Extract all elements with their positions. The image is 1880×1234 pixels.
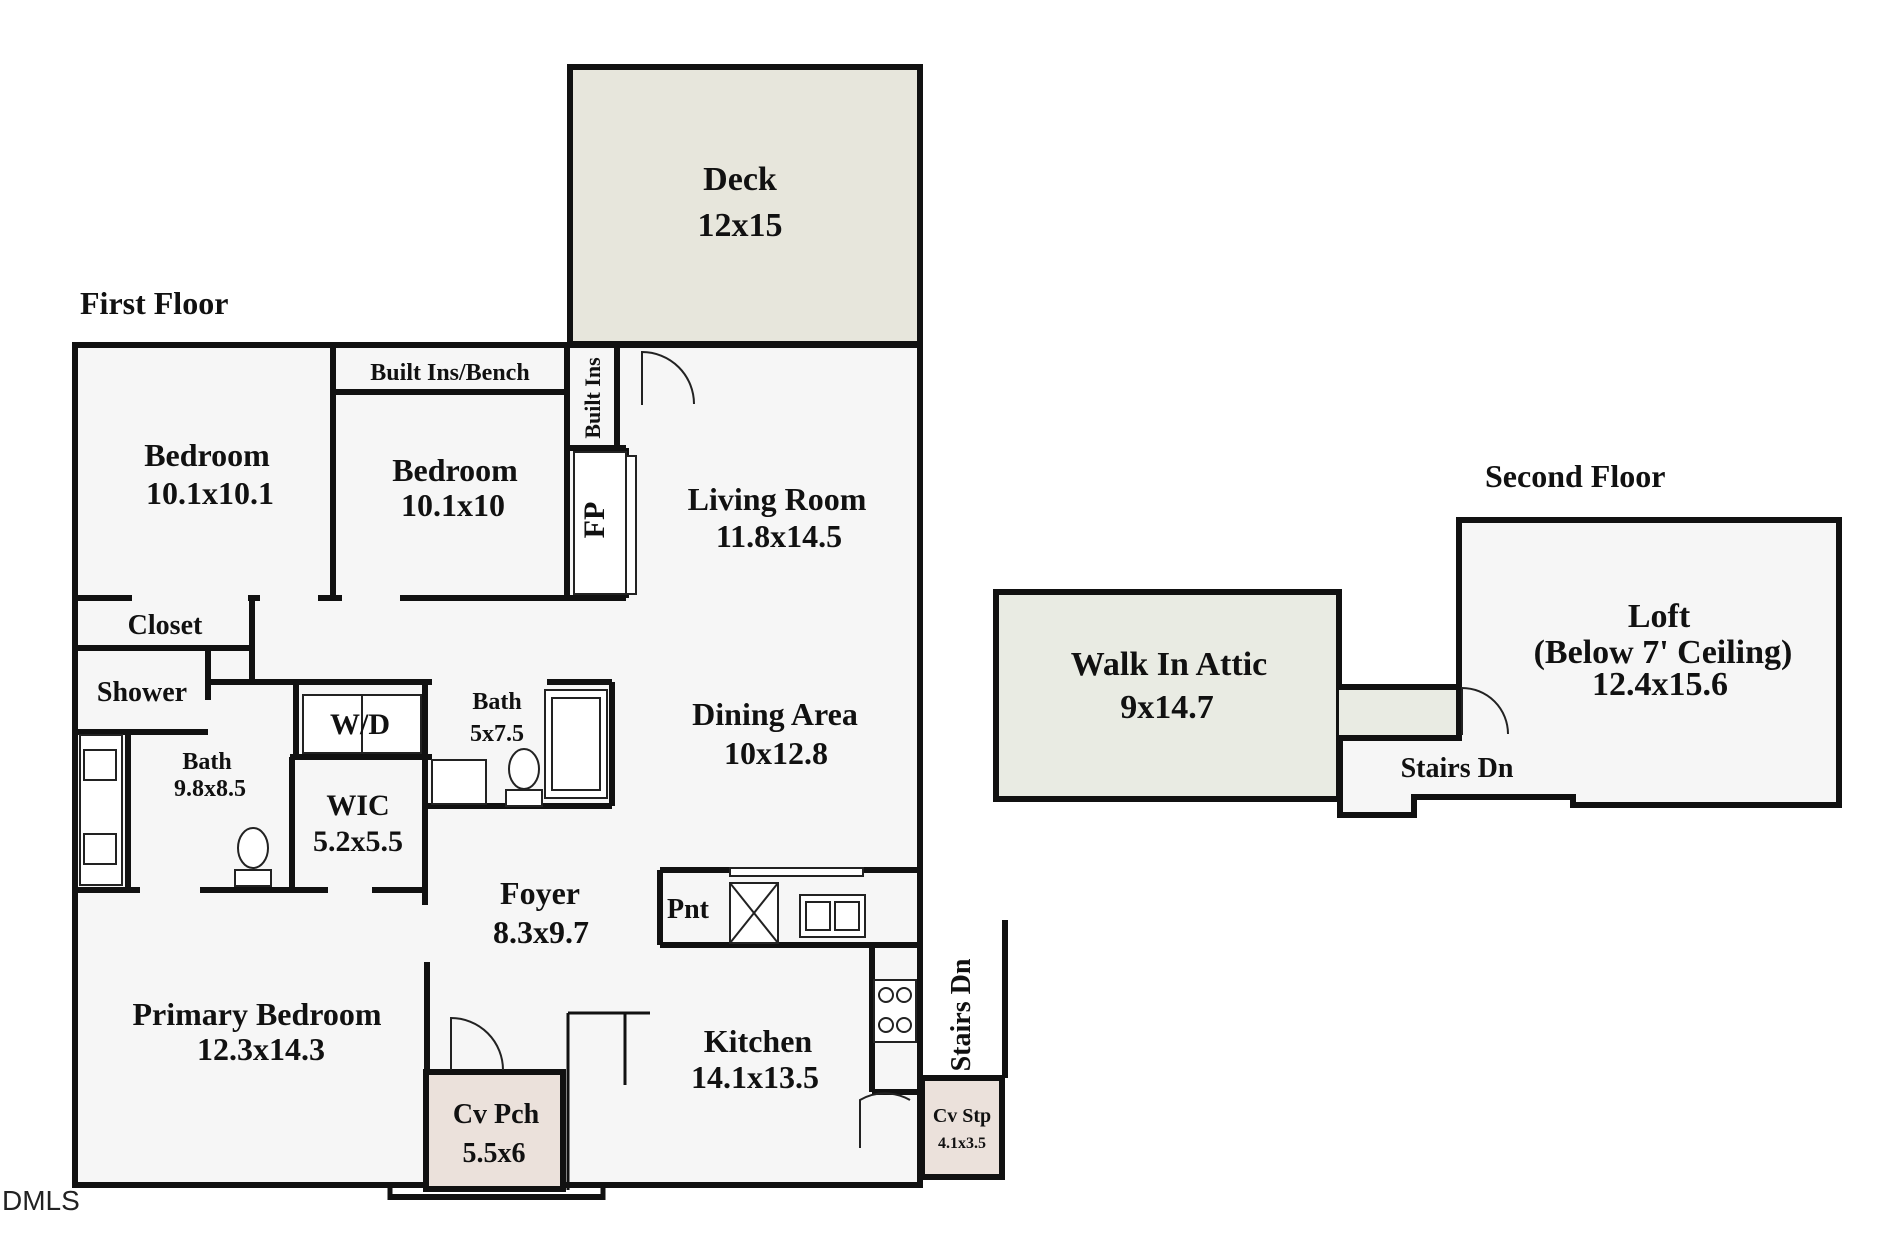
walk-in-attic-label: Walk In Attic (1071, 646, 1267, 683)
primary-bedroom-label: Primary Bedroom (132, 996, 381, 1032)
fridge (729, 867, 864, 877)
bedroom-mid-size: 10.1x10 (401, 487, 505, 523)
fixtures (79, 451, 917, 1043)
living-room-label: Living Room (688, 481, 867, 517)
loft-area (1337, 517, 1842, 818)
cooktop (873, 979, 917, 1043)
bedroom-mid-label: Bedroom (392, 452, 518, 488)
bedroom-left-size: 10.1x10.1 (146, 475, 274, 511)
covered-porch-label: Cv Pch (453, 1099, 540, 1130)
walk-in-attic-size: 9x14.7 (1120, 689, 1214, 726)
door-swings (450, 350, 911, 1148)
wic-size: 5.2x5.5 (313, 825, 403, 858)
stairs-down-first-label: Stairs Dn (946, 958, 977, 1071)
loft-size: 12.4x15.6 (1592, 666, 1728, 703)
bedroom-left-label: Bedroom (144, 437, 270, 473)
walk-in-attic-area (993, 589, 1342, 802)
built-ins-label: Built Ins (580, 357, 605, 439)
watermark-text: DMLS (2, 1185, 80, 1216)
stairs-down-second-label: Stairs Dn (1401, 753, 1514, 784)
first-floor-exterior-wall-right (563, 342, 923, 1188)
vanity-sink (431, 759, 487, 805)
shower-label: Shower (97, 677, 187, 708)
pantry-label: Pnt (667, 894, 710, 925)
loft-note: (Below 7' Ceiling) (1534, 634, 1793, 671)
kitchen-size: 14.1x13.5 (691, 1059, 819, 1095)
deck-size: 12x15 (698, 207, 783, 244)
built-ins-bench-label: Built Ins/Bench (370, 360, 529, 386)
dining-area-size: 10x12.8 (724, 735, 828, 771)
first-floor-exterior-wall (72, 342, 570, 1188)
covered-stoop-size: 4.1x3.5 (938, 1135, 986, 1152)
living-room-size: 11.8x14.5 (716, 518, 842, 554)
loft-door-swing (1461, 686, 1509, 735)
covered-porch-size: 5.5x6 (463, 1138, 526, 1169)
bath-primary-label: Bath (182, 749, 231, 775)
deck-label: Deck (703, 161, 777, 198)
loft-label: Loft (1628, 598, 1691, 635)
fireplace-hearth (573, 451, 627, 595)
toilet (508, 748, 540, 790)
closet-label: Closet (128, 610, 203, 641)
first-floor-title: First Floor (80, 285, 228, 321)
covered-stoop-label: Cv Stp (933, 1105, 991, 1127)
attic-corridor (1339, 690, 1459, 735)
second-floor-title: Second Floor (1485, 458, 1665, 494)
covered-stoop-area (919, 1075, 1005, 1180)
dining-area-label: Dining Area (692, 696, 858, 732)
foyer-label: Foyer (500, 875, 580, 911)
primary-bedroom-size: 12.3x14.3 (197, 1031, 325, 1067)
kitchen-label: Kitchen (704, 1023, 813, 1059)
wic-label: WIC (326, 789, 389, 822)
primary-toilet (237, 827, 269, 869)
bath-small-label: Bath (472, 689, 521, 715)
foyer-size: 8.3x9.7 (493, 914, 589, 950)
deck-area (567, 64, 923, 347)
bath-primary-size: 9.8x8.5 (174, 776, 246, 802)
covered-porch-area (423, 1069, 566, 1192)
bath-small-size: 5x7.5 (470, 721, 524, 747)
fireplace-label: FP (578, 502, 611, 539)
washer-dryer-label: W/D (330, 708, 390, 741)
